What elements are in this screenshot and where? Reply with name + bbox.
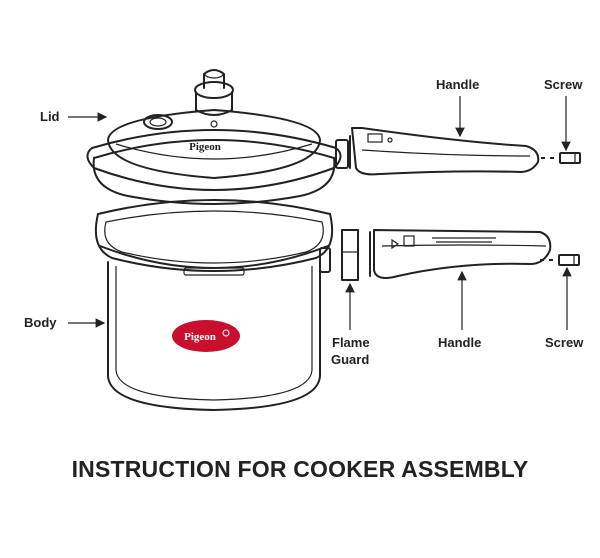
- bottom-screw: [558, 254, 580, 266]
- cooker-lid: [86, 69, 349, 205]
- page-title: INSTRUCTION FOR COOKER ASSEMBLY: [71, 456, 529, 482]
- top-handle: [349, 127, 540, 176]
- cooker-assembly-diagram: Pigeon Pigeon: [24, 69, 584, 411]
- screw-top-label: Screw: [544, 77, 583, 92]
- handle-bottom-label: Handle: [438, 335, 481, 350]
- body-label: Body: [24, 315, 57, 330]
- flame-guard-label-line1: Flame: [332, 335, 370, 350]
- lid-logo-text: Pigeon: [189, 141, 221, 153]
- body-logo-text: Pigeon: [184, 331, 216, 343]
- handle-top-label: Handle: [436, 77, 479, 92]
- flame-guard: [341, 229, 359, 281]
- lid-label: Lid: [40, 109, 60, 124]
- screw-bottom-label: Screw: [545, 335, 584, 350]
- top-screw: [559, 152, 581, 164]
- cooker-body: [94, 199, 334, 411]
- body-logo-badge: Pigeon: [172, 320, 240, 352]
- bottom-handle: [369, 229, 552, 279]
- flame-guard-label-line2: Guard: [331, 352, 369, 367]
